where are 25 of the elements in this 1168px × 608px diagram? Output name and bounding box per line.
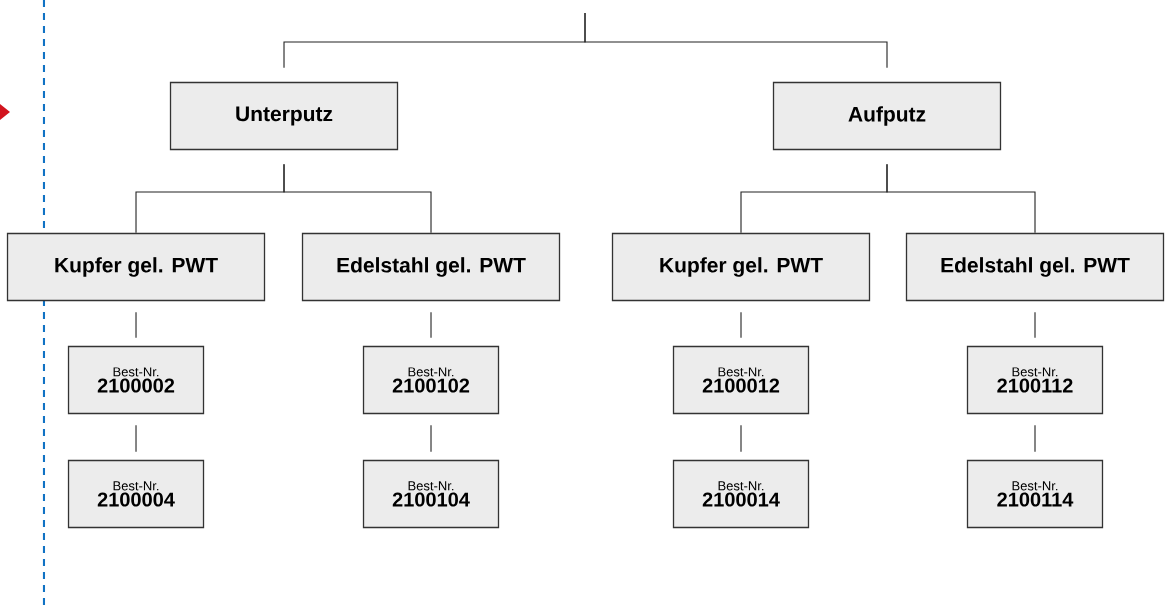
order-number-box: Best-Nr. 2100014 [672,459,810,529]
connector-line [283,163,432,234]
connector-line [135,424,137,453]
connector-line [740,424,742,453]
connector-line [135,311,137,339]
order-number-box: Best-Nr. 2100002 [67,345,205,415]
order-number-box: Best-Nr. 2100112 [966,345,1104,415]
order-number-box: Best-Nr. 2100104 [362,459,500,529]
category-box: Edelstahl gel. PWT [301,232,561,302]
order-number-box: Best-Nr. 2100114 [966,459,1104,529]
connector-line [740,311,742,339]
category-box: Unterputz [169,81,399,151]
order-number-box: Best-Nr. 2100012 [672,345,810,415]
connector-line [1034,311,1036,339]
connector-line [886,163,1036,234]
category-box: Edelstahl gel. PWT [905,232,1165,302]
category-box: Kupfer gel. PWT [6,232,266,302]
category-box: Kupfer gel. PWT [611,232,871,302]
order-number-box: Best-Nr. 2100004 [67,459,205,529]
order-number-box: Best-Nr. 2100102 [362,345,500,415]
connector-line [584,12,888,69]
connector-line [430,424,432,453]
category-box: Aufputz [772,81,1002,151]
connector-line [1034,424,1036,453]
connector-line [430,311,432,339]
